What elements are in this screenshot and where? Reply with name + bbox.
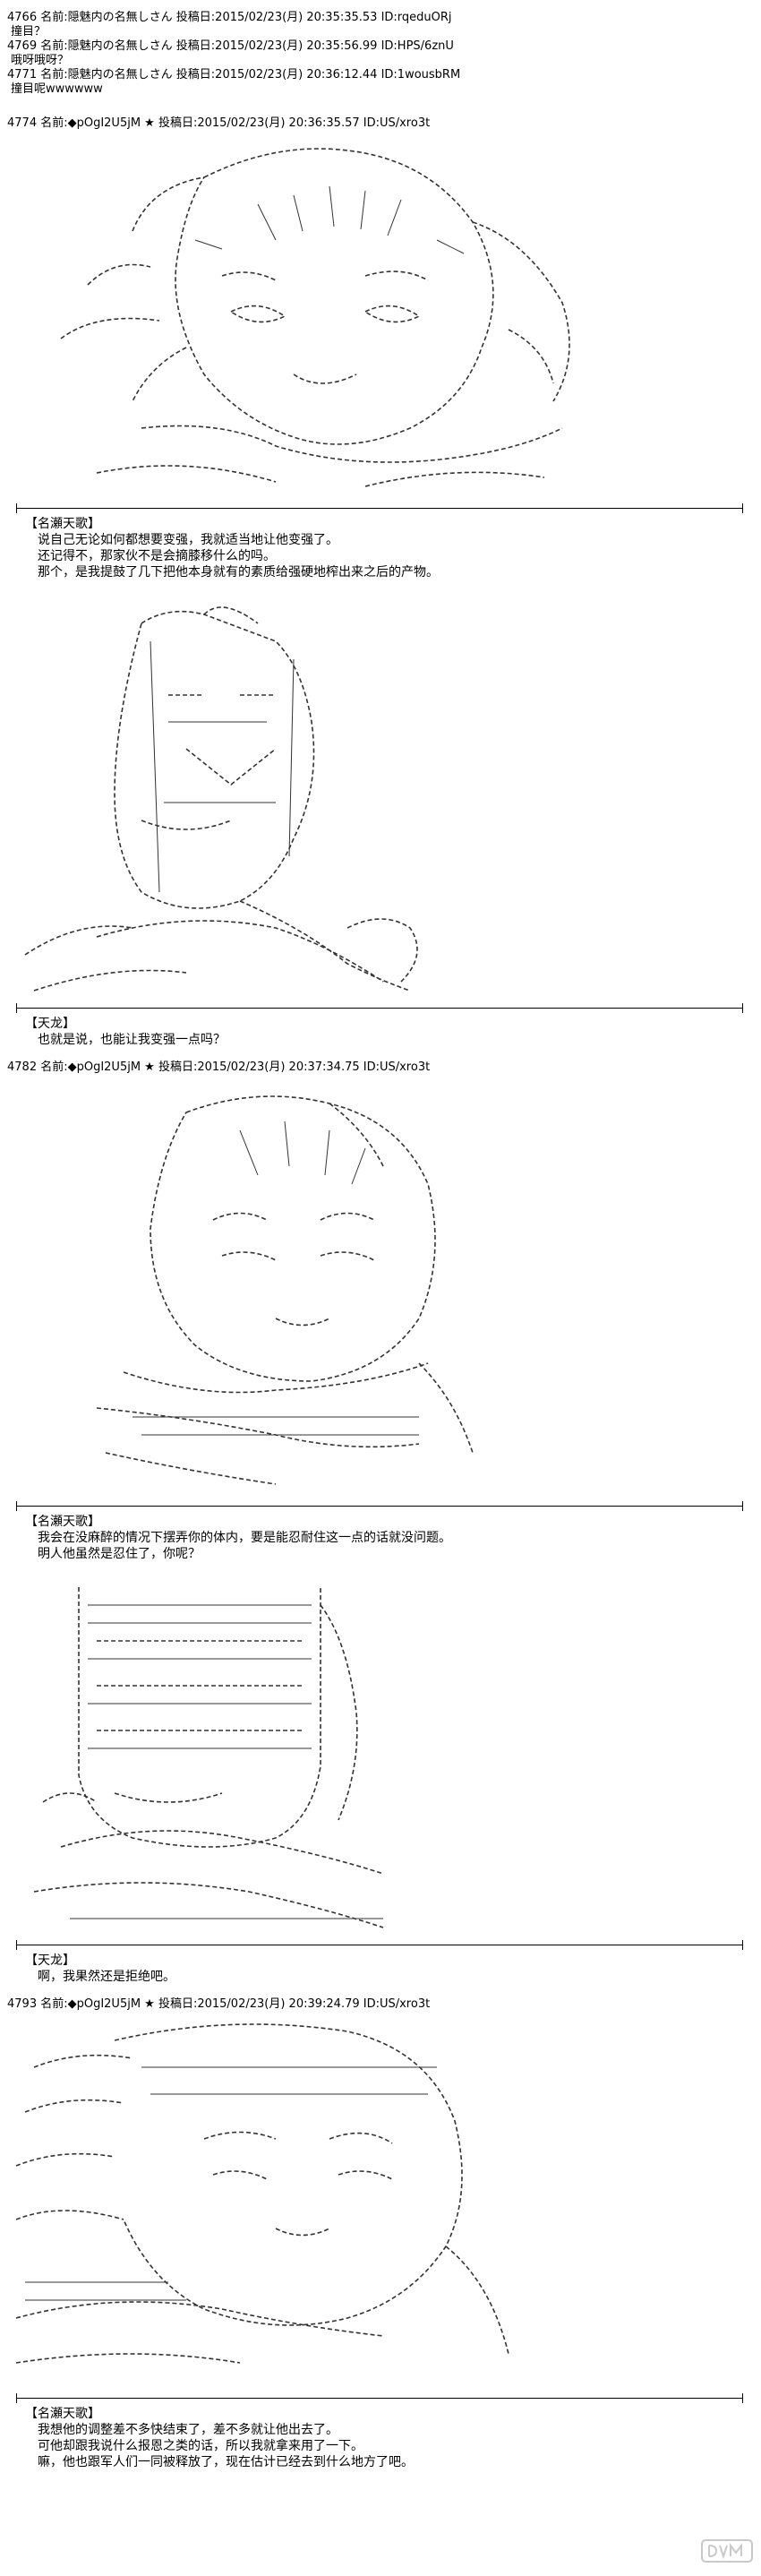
name-label: 名前: [40, 39, 68, 53]
post-body: 撞目呢wwwwww [11, 82, 103, 96]
post-4771: 4771 名前:隠魅内の名無しさん 投稿日:2015/02/23(月) 20:3… [7, 68, 752, 97]
scene-tenryu-1: 【天龙】 也就是说，也能让我变强一点吗？ [7, 588, 752, 1048]
date-label: 投稿日: [175, 11, 216, 24]
speaker-name: 【天龙】 [25, 1953, 75, 1968]
ascii-art-character-2 [7, 1569, 752, 1936]
dialogue-block: 【天龙】 啊，我果然还是拒绝吧。 [25, 1953, 752, 1985]
name-label: 名前: [40, 11, 68, 24]
dialogue-line: 明人他虽然是忍住了，你呢？ [38, 1547, 201, 1561]
post-4782: 4782 名前:◆pOgI2U5jM ★ 投稿日:2015/02/23(月) 2… [7, 1060, 752, 1562]
post-4774: 4774 名前:◆pOgI2U5jM ★ 投稿日:2015/02/23(月) 2… [7, 116, 752, 580]
post-header: 4774 名前:◆pOgI2U5jM ★ 投稿日:2015/02/23(月) 2… [7, 116, 431, 130]
section-divider [7, 1501, 752, 1512]
post-body: 撞目？ [11, 25, 47, 39]
site-watermark-logo [701, 2539, 753, 2563]
section-divider [7, 1940, 752, 1951]
speaker-name: 【天龙】 [25, 1017, 75, 1031]
post-number: 4766 [7, 11, 38, 24]
post-4766: 4766 名前:隠魅内の名無しさん 投稿日:2015/02/23(月) 20:3… [7, 11, 752, 39]
dialogue-line: 也就是说，也能让我变强一点吗？ [38, 1033, 226, 1047]
dialogue-block: 【名瀬天歌】 说自己无论如何都想要变强，我就适当地让他变强了。 还记得不，那家伙… [25, 516, 752, 580]
speaker-name: 【名瀬天歌】 [25, 2407, 100, 2421]
poster-name: 隠魅内の名無しさん [67, 39, 173, 53]
post-date: 2015/02/23(月) 20:35:35.53 [215, 11, 378, 24]
dialogue-line: 啊，我果然还是拒绝吧。 [38, 1970, 175, 1984]
ascii-art-face-2 [7, 1077, 752, 1498]
post-header: 4771 名前:隠魅内の名無しさん 投稿日:2015/02/23(月) 20:3… [7, 68, 752, 82]
poster-id: ID:HPS/6znU [380, 39, 454, 53]
post-number: 4769 [7, 39, 38, 53]
scene-tenryu-2: 【天龙】 啊，我果然还是拒绝吧。 [7, 1569, 752, 1985]
dialogue-line: 嘛，他也跟军人们一同被释放了，现在估计已经去到什么地方了吧。 [38, 2455, 414, 2469]
post-date: 2015/02/23(月) 20:36:12.44 [215, 68, 378, 82]
post-date: 2015/02/23(月) 20:35:56.99 [215, 39, 378, 53]
dialogue-block: 【天龙】 也就是说，也能让我变强一点吗？ [25, 1016, 752, 1048]
post-header: 4782 名前:◆pOgI2U5jM ★ 投稿日:2015/02/23(月) 2… [7, 1060, 431, 1074]
post-header: 4769 名前:隠魅内の名無しさん 投稿日:2015/02/23(月) 20:3… [7, 39, 752, 54]
poster-id: ID:1wousbRM [380, 68, 461, 82]
dialogue-line: 那个，是我提鼓了几下把他本身就有的素质给强硬地榨出来之后的产物。 [38, 565, 439, 580]
poster-id: ID:rqeduORj [380, 11, 452, 24]
poster-name: 隠魅内の名無しさん [67, 11, 173, 24]
ascii-art-character-1 [7, 588, 752, 1000]
dialogue-line: 还记得不，那家伙不是会摘膝移什么的吗。 [38, 549, 276, 563]
post-body: 哦呀哦呀？ [11, 54, 70, 67]
date-label: 投稿日: [175, 39, 216, 53]
post-4769: 4769 名前:隠魅内の名無しさん 投稿日:2015/02/23(月) 20:3… [7, 39, 752, 68]
poster-name: 隠魅内の名無しさん [67, 68, 173, 82]
post-header: 4766 名前:隠魅内の名無しさん 投稿日:2015/02/23(月) 20:3… [7, 11, 752, 25]
speaker-name: 【名瀬天歌】 [25, 1515, 100, 1529]
dialogue-block: 【名瀬天歌】 我想他的调整差不多快结束了，差不多就让他出去了。 可他却跟我说什么… [25, 2406, 752, 2470]
ascii-art-face-1 [7, 133, 752, 500]
section-divider [7, 503, 752, 514]
dialogue-block: 【名瀬天歌】 我会在没麻醉的情况下摆弄你的体内，要是能忍耐住这一点的话就没问题。… [25, 1514, 752, 1562]
name-label: 名前: [40, 68, 68, 82]
date-label: 投稿日: [175, 68, 216, 82]
dialogue-line: 我会在没麻醉的情况下摆弄你的体内，要是能忍耐住这一点的话就没问题。 [38, 1531, 451, 1545]
dialogue-line: 可他却跟我说什么报恩之类的话，所以我就拿来用了一下。 [38, 2439, 363, 2453]
ascii-art-face-3 [7, 2014, 752, 2390]
speaker-name: 【名瀬天歌】 [25, 517, 100, 531]
dialogue-line: 我想他的调整差不多快结束了，差不多就让他出去了。 [38, 2423, 338, 2437]
dialogue-line: 说自己无论如何都想要变强，我就适当地让他变强了。 [38, 533, 338, 547]
post-header: 4793 名前:◆pOgI2U5jM ★ 投稿日:2015/02/23(月) 2… [7, 1997, 431, 2011]
post-number: 4771 [7, 68, 38, 82]
section-divider [7, 1003, 752, 1014]
section-divider [7, 2393, 752, 2404]
post-4793: 4793 名前:◆pOgI2U5jM ★ 投稿日:2015/02/23(月) 2… [7, 1997, 752, 2470]
